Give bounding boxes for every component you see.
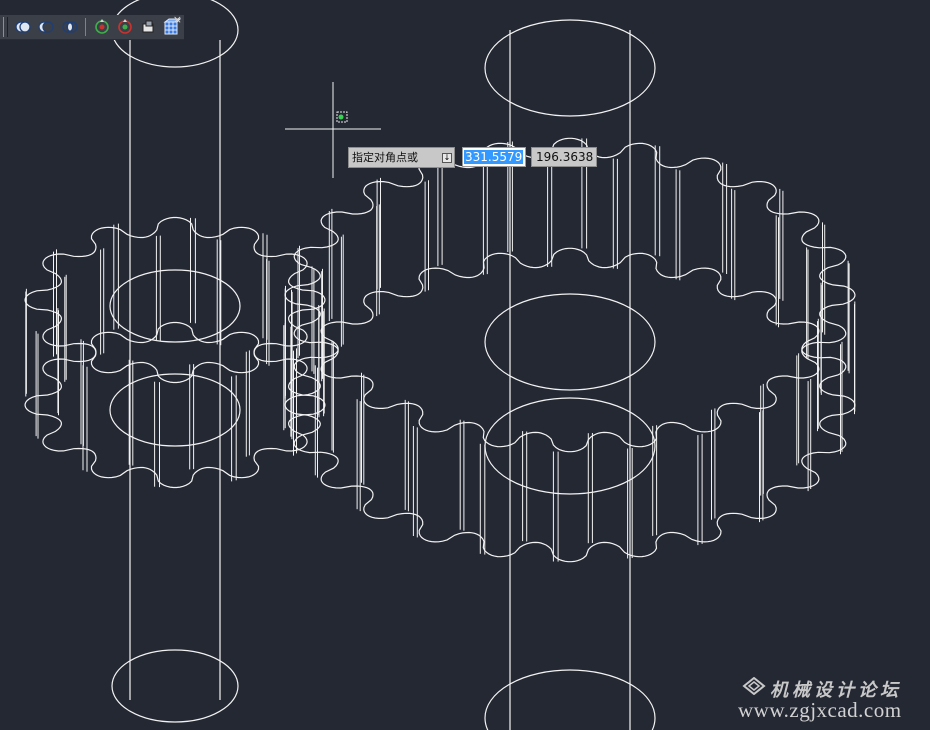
intersect-icon[interactable] (60, 17, 79, 37)
toolbar-close-icon[interactable]: × (172, 13, 182, 26)
crosshair-cursor (285, 82, 381, 178)
dynamic-input-prompt[interactable]: 指定对角点或 ↓ (348, 147, 455, 168)
gear-bottom-profile (284, 247, 856, 563)
watermark-logo-icon (742, 676, 766, 699)
small-gear (24, 216, 326, 489)
small-shaft (111, 0, 239, 723)
subtract-icon[interactable] (36, 17, 55, 37)
view-cube-icon[interactable] (163, 17, 182, 37)
large-shaft (484, 19, 656, 730)
toolbar-grip[interactable] (3, 17, 8, 37)
modeling-toolbar: × (0, 13, 184, 40)
prompt-label: 指定对角点或 (352, 151, 418, 164)
free-orbit-icon[interactable] (116, 17, 135, 37)
x-coordinate-input[interactable]: 331.5579 (462, 147, 526, 167)
gear-top-profile (24, 216, 326, 384)
orbit-icon[interactable] (92, 17, 111, 37)
watermark-title: 机械设计论坛 (770, 680, 902, 701)
large-gear (284, 137, 856, 563)
prompt-options-down-arrow-icon[interactable]: ↓ (442, 153, 452, 163)
gear-top-profile (284, 137, 856, 453)
union-icon[interactable] (13, 17, 32, 37)
y-coordinate-input[interactable]: 196.3638 (531, 147, 597, 167)
watermark-url: www.zgjxcad.com (738, 698, 902, 722)
shade-icon[interactable] (139, 17, 158, 37)
x-coordinate-value: 331.5579 (464, 150, 524, 164)
gear-bottom-profile (24, 321, 326, 489)
gear-bores (109, 269, 656, 495)
toolbar-separator (85, 18, 87, 36)
